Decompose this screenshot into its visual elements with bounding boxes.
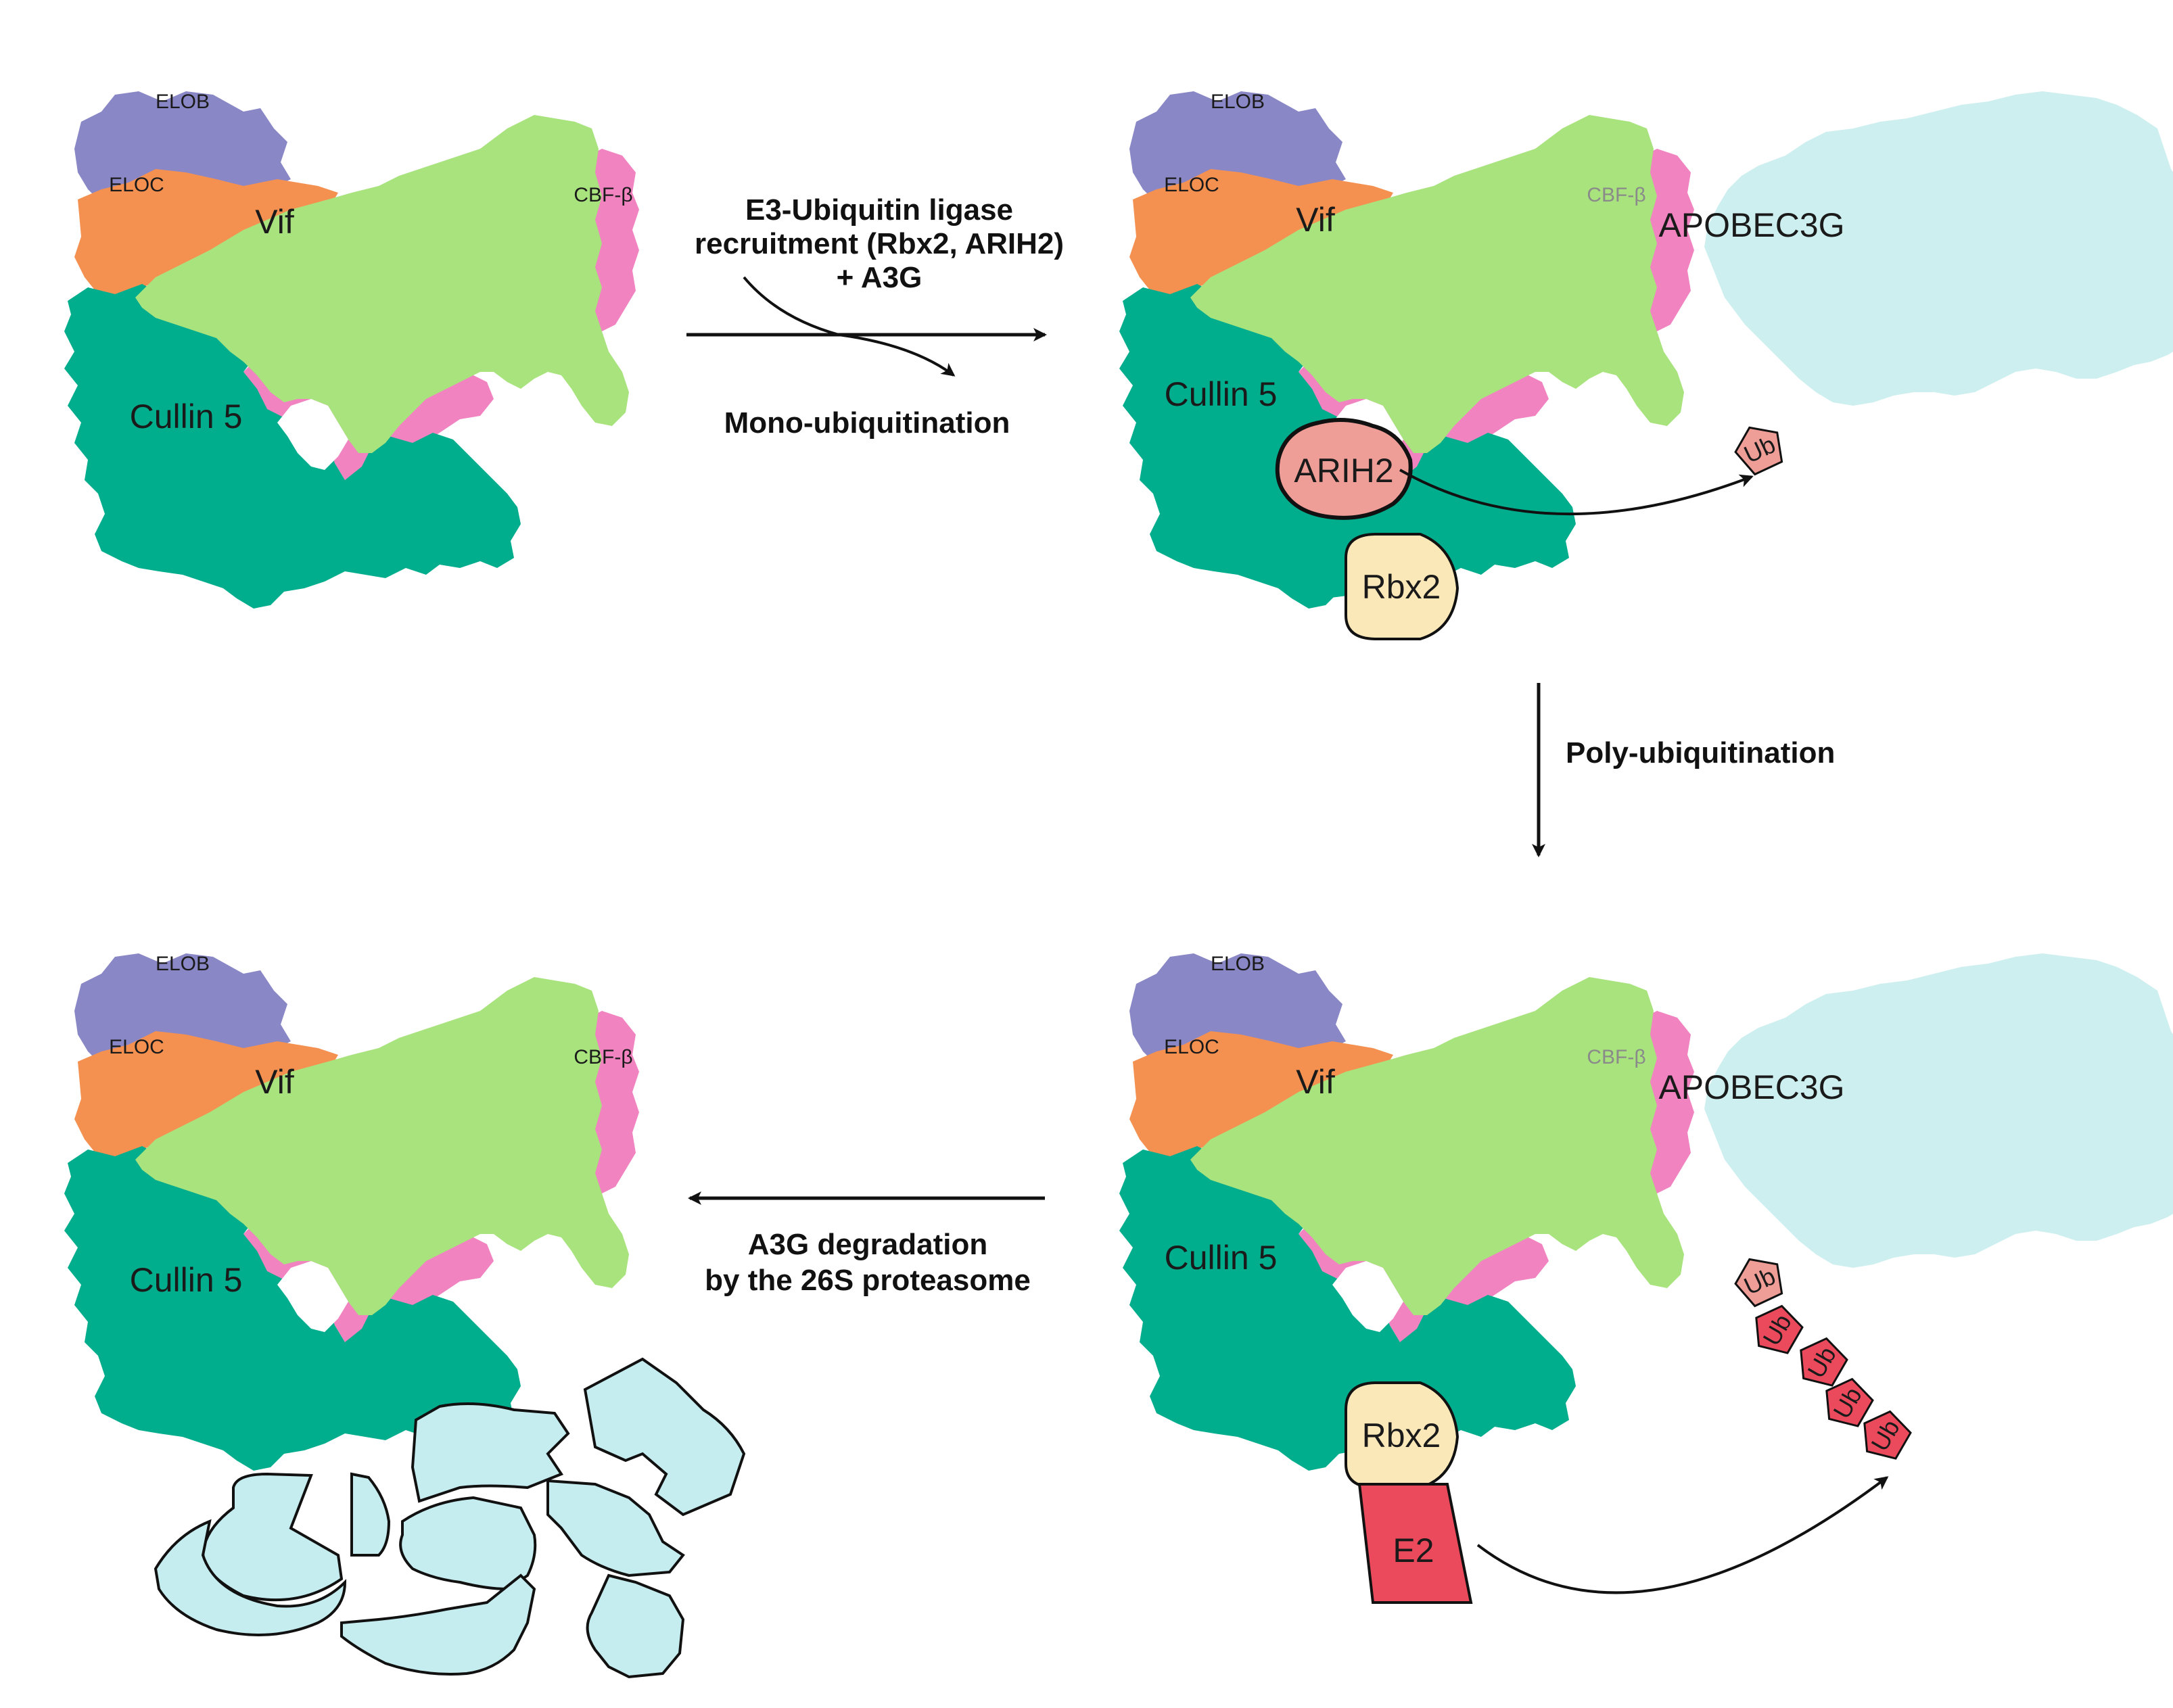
cbfb-label: CBF-β: [574, 184, 632, 206]
step-poly-ubiquitination: Poly-ubiquitination: [1532, 683, 1835, 857]
recruitment-text-line3: + A3G: [837, 261, 922, 294]
complex-panel-bottom-left: ELOB ELOC Vif CBF-β Cullin 5: [64, 953, 639, 1471]
ub-chain-3: Ub: [1800, 1337, 1848, 1387]
eloc-label: ELOC: [1164, 1036, 1219, 1058]
elob-label: ELOB: [1211, 953, 1265, 975]
fragment-5: [583, 1357, 746, 1517]
recruitment-curve-in: [743, 276, 839, 336]
elob-label: ELOB: [156, 91, 210, 113]
ub-chain-5: Ub: [1863, 1410, 1912, 1460]
rbx2-shape: [1345, 533, 1459, 640]
apobec3g-shape: [1704, 953, 2173, 1268]
cbfb-label: CBF-β: [1587, 184, 1645, 206]
fragment-6: [399, 1496, 537, 1591]
mono-ubiquitination-text: Mono-ubiquitination: [724, 406, 1010, 440]
eloc-label: ELOC: [109, 1036, 164, 1058]
apobec3g-shape: [1704, 91, 2173, 406]
cullin5-label: Cullin 5: [1165, 375, 1278, 413]
ub-1-shape: [1734, 1258, 1783, 1308]
ub-3-shape: [1800, 1337, 1848, 1387]
fragment-9: [340, 1573, 536, 1676]
ub-mono-shape: [1734, 426, 1783, 476]
arih2-label: ARIH2: [1294, 452, 1393, 490]
fragment-2: [154, 1519, 347, 1636]
ub-chain-2: Ub: [1755, 1304, 1804, 1354]
complex-panel-top-right: Ub ELOB ELOC Vif CBF-β APOBEC3G Cullin 5…: [1119, 91, 2173, 640]
cullin5-label: Cullin 5: [1165, 1239, 1278, 1277]
ub-5-shape: [1863, 1410, 1912, 1460]
complex-panel-bottom-right: Ub Ub Ub Ub Ub ELOB ELOC Vif CBF-β APOBE…: [1119, 953, 2173, 1604]
ub-chain-1: Ub: [1734, 1258, 1783, 1308]
e2-label: E2: [1393, 1532, 1434, 1569]
step-degradation: A3G degradation by the 26S proteasome: [688, 1191, 1045, 1297]
degradation-text-line1: A3G degradation: [748, 1228, 988, 1261]
complex-panel-top-left: ELOB ELOC Vif CBF-β Cullin 5: [64, 91, 639, 609]
a3g-fragments: [154, 1357, 746, 1679]
cbfb-label: CBF-β: [1587, 1046, 1645, 1068]
recruitment-text-line2: recruitment (Rbx2, ARIH2): [695, 227, 1064, 260]
fragment-4: [411, 1402, 570, 1503]
recruitment-text-line1: E3-Ubiquitin ligase: [745, 193, 1013, 227]
e2-shape: [1357, 1483, 1473, 1604]
arih2-shape: [1275, 418, 1413, 520]
ub-2-shape: [1755, 1304, 1804, 1354]
apobec3g-label: APOBEC3G: [1658, 206, 1844, 244]
fragment-7: [546, 1479, 685, 1577]
eloc-label: ELOC: [1164, 174, 1219, 196]
degradation-text-line2: by the 26S proteasome: [705, 1264, 1031, 1297]
cullin5-label: Cullin 5: [130, 398, 243, 435]
eloc-label: ELOC: [109, 174, 164, 196]
vif-label: Vif: [1296, 1063, 1335, 1101]
elob-label: ELOB: [1211, 91, 1265, 113]
fragment-1: [201, 1472, 344, 1602]
mono-ub-transfer-arrow: [1399, 469, 1754, 515]
vif-label: Vif: [255, 1063, 294, 1101]
rbx2-label: Rbx2: [1362, 568, 1441, 606]
cullin5-label: Cullin 5: [130, 1261, 243, 1299]
ub-chain-4: Ub: [1825, 1377, 1874, 1427]
poly-ub-transfer-arrow: [1476, 1476, 1889, 1594]
elob-label: ELOB: [156, 953, 210, 975]
apobec3g-label: APOBEC3G: [1658, 1068, 1844, 1106]
fragment-3: [350, 1472, 391, 1557]
ub-mono: Ub: [1734, 426, 1783, 476]
fragment-8: [586, 1573, 685, 1679]
step-recruitment: E3-Ubiquitin ligase recruitment (Rbx2, A…: [686, 193, 1064, 440]
cbfb-label: CBF-β: [574, 1046, 632, 1068]
vif-label: Vif: [1296, 201, 1335, 239]
rbx2-label: Rbx2: [1362, 1417, 1441, 1454]
mono-curve-out: [838, 333, 956, 377]
ub-4-shape: [1825, 1377, 1874, 1427]
vif-label: Vif: [255, 203, 294, 241]
poly-ubiquitination-text: Poly-ubiquitination: [1566, 736, 1835, 769]
